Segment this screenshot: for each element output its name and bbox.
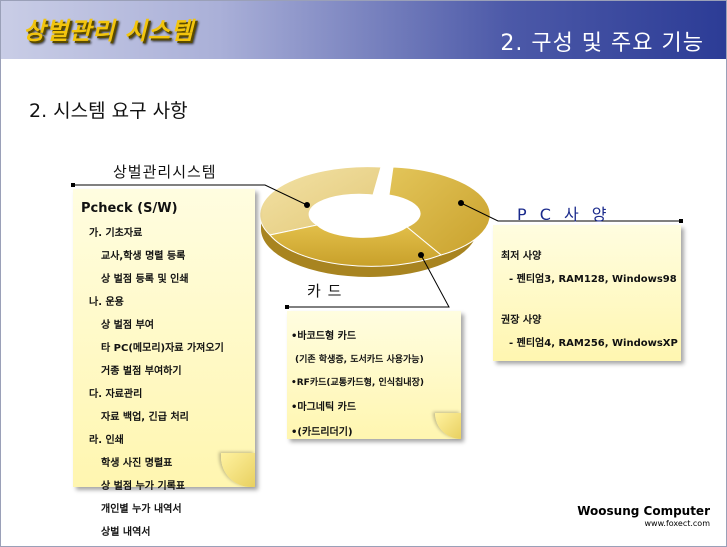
- pcheck-item: 상 벌점 부여: [101, 320, 154, 331]
- label-card: 카 드: [307, 282, 343, 300]
- donut-hole: [313, 194, 409, 232]
- connector-card: [287, 254, 450, 308]
- pcheck-item: 상벌 내역서: [101, 527, 151, 538]
- card-item: •(카드리더기): [291, 427, 353, 438]
- donut-segment-card: [269, 224, 442, 267]
- footer-company: Woosung Computer: [577, 504, 710, 518]
- pcheck-item: 학생 사진 명렬표: [101, 458, 173, 469]
- pc-spec-note: 최저 사양 - 펜티엄3, RAM128, Windows98 권장 사양 - …: [493, 225, 681, 361]
- pcheck-group-heading: 다. 자료관리: [89, 389, 143, 400]
- card-note: •바코드형 카드 (기존 학생증, 도서카드 사용가능) •RF카드(교통카드형…: [287, 311, 461, 439]
- label-system: 상벌관리시스템: [113, 163, 217, 181]
- pcheck-item: 타 PC(메모리)자료 가져오기: [101, 343, 224, 354]
- pcheck-group-heading: 나. 운용: [89, 297, 124, 308]
- card-item: •마그네틱 카드: [291, 402, 357, 413]
- label-pc-spec: P C 사 양: [517, 205, 611, 224]
- pcheck-group-heading: 가. 기초자료: [89, 228, 143, 239]
- pc-min-value: - 펜티엄3, RAM128, Windows98: [509, 274, 677, 285]
- pcheck-note: Pcheck (S/W) 가. 기초자료 교사,학생 명렬 등록 상 벌점 등록…: [73, 189, 255, 538]
- pcheck-item: 상 벌점 등록 및 인쇄: [101, 274, 189, 285]
- pcheck-item: 거종 벌점 부여하기: [101, 366, 182, 377]
- connector-system: [73, 184, 308, 206]
- donut-segment-pc: [388, 166, 491, 256]
- header-subtitle: 2. 구성 및 주요 기능: [500, 31, 704, 56]
- pc-min-label: 최저 사양: [501, 251, 542, 262]
- pcheck-group: 라. 인쇄 학생 사진 명렬표 상 벌점 누가 기록표 개인별 누가 내역서 상…: [81, 431, 224, 538]
- card-item: (기존 학생증, 도서카드 사용가능): [295, 355, 424, 365]
- pcheck-item: 상 벌점 누가 기록표: [101, 481, 186, 492]
- pcheck-item: 교사,학생 명렬 등록: [101, 251, 186, 262]
- bullet-dot: [285, 305, 289, 309]
- card-item: •RF카드(교통카드형, 인식칩내장): [291, 378, 424, 388]
- bullet-dot: [679, 219, 683, 223]
- pc-rec-value: - 펜티엄4, RAM256, WindowsXP: [509, 338, 678, 349]
- card-item: •바코드형 카드: [291, 331, 357, 342]
- donut-segment-system: [259, 166, 382, 236]
- pc-spec-content: 최저 사양 - 펜티엄3, RAM128, Windows98 권장 사양 - …: [501, 247, 678, 349]
- pcheck-group: 가. 기초자료 교사,학생 명렬 등록 상 벌점 등록 및 인쇄: [81, 224, 224, 285]
- page-curl-icon: [221, 453, 255, 487]
- bullet-dot: [71, 183, 75, 187]
- pcheck-group: 나. 운용 상 벌점 부여 타 PC(메모리)자료 가져오기 거종 벌점 부여하…: [81, 293, 224, 377]
- footer-url: www.foxect.com: [644, 519, 710, 528]
- pc-rec-label: 권장 사양: [501, 315, 542, 326]
- card-content: •바코드형 카드 (기존 학생증, 도서카드 사용가능) •RF카드(교통카드형…: [291, 327, 424, 438]
- header-title: 상벌관리 시스템: [23, 17, 194, 45]
- pcheck-item: 개인별 누가 내역서: [101, 504, 182, 515]
- connector-pc: [460, 202, 681, 222]
- pcheck-title: Pcheck (S/W): [81, 201, 178, 216]
- pcheck-group-heading: 라. 인쇄: [89, 435, 124, 446]
- pcheck-group: 다. 자료관리 자료 백업, 긴급 처리: [81, 385, 224, 423]
- page-curl-icon: [435, 413, 461, 439]
- pcheck-content: Pcheck (S/W) 가. 기초자료 교사,학생 명렬 등록 상 벌점 등록…: [81, 201, 224, 538]
- slide-header: 상벌관리 시스템 2. 구성 및 주요 기능: [1, 1, 726, 59]
- donut-segment-gap: [373, 167, 393, 195]
- section-heading: 2. 시스템 요구 사항: [29, 100, 188, 122]
- pcheck-item: 자료 백업, 긴급 처리: [101, 412, 189, 423]
